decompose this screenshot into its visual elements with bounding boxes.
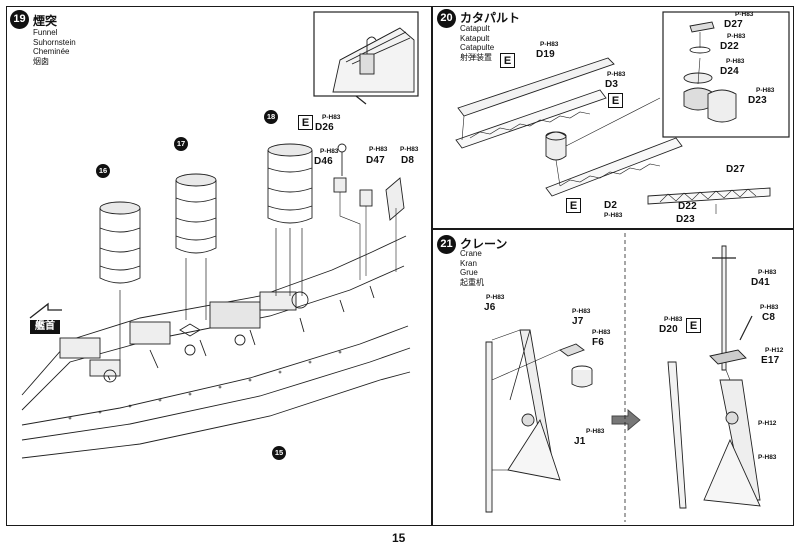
part-d2-label: D2 [604,200,618,211]
part-e17-label: E17 [761,355,780,366]
step-19-translation-cn: 烟囱 [33,56,49,66]
d23-sprue-tag: P-H83 [756,87,775,94]
part-d24-label: D24 [720,66,739,77]
part-d26-label: D26 [315,122,334,133]
step-21-translation-cn: 起重机 [460,277,484,287]
part-d23b-label: D23 [676,214,695,225]
step-19-title: 煙突 [33,14,58,28]
step-21-translation-de: Kran [460,258,477,268]
part-d23-label: D23 [748,95,767,106]
d46-sprue-tag: P-H83 [320,148,339,155]
step-21-translation-fr: Grue [460,268,478,277]
part-f6-label: F6 [592,337,605,348]
step-20-e-marker-low: E [566,198,584,216]
step-20-translation-cn: 射弾装置 [460,52,492,62]
d26-sprue-tag: P-H83 [322,114,341,121]
step-20-e-marker-mid: E [608,93,626,111]
part-d47-label: D47 [366,155,385,166]
part-d3-label: D3 [605,79,619,90]
step-21-title: クレーン [460,237,508,251]
j6-sprue-tag: P-H83 [486,294,505,301]
step-20-translation-fr: Catapulte [460,43,495,52]
part-d19-label: D19 [536,49,555,60]
step-21-translation-en: Crane [460,249,482,258]
step-19-translation-de: Suhornstein [33,37,76,47]
step-20-number: 20 [437,9,456,28]
funnel-small-parts [333,143,405,280]
part-j7-label: J7 [572,316,584,327]
step-20-translations: Catapult Katapult Catapulte 射弾装置 [460,24,494,62]
step-20-translation-de: Katapult [460,33,490,43]
step-19-number: 19 [10,10,29,29]
funnel-18-drawing [267,143,313,296]
funnel-17-callout: 17 [174,137,188,151]
hull-15-callout: 15 [272,446,286,460]
d19-sprue-tag: P-H83 [540,41,559,48]
funnel-18-callout: 18 [264,110,278,124]
c8-sprue-tag: P-H83 [760,304,779,311]
funnel-detail-inset [313,11,419,105]
part-d22-label: D22 [720,41,739,52]
funnel-17-drawing [175,173,217,320]
catapult-drawing [455,11,790,214]
step-20-translation-en: Catapult [460,24,490,33]
step-19-e-marker: E [298,115,316,133]
part-d8-label: D8 [401,155,415,166]
crane-drawing [485,245,761,513]
step-19-panel [6,6,432,526]
funnel-16-callout: 16 [96,164,110,178]
part-d41-label: D41 [751,277,770,288]
step-21-translations: Crane Kran Grue 起重机 [460,249,484,287]
d8-sprue-tag: P-H83 [400,146,419,153]
part-j6-label: J6 [484,302,496,313]
d3-sprue-tag: P-H83 [607,71,626,78]
part-c8-label: C8 [762,312,776,323]
crane-sprue-tag-mid: P-H12 [758,420,777,427]
j7-sprue-tag: P-H83 [572,308,591,315]
step-20-title: カタパルト [460,11,521,25]
d41-sprue-tag: P-H83 [758,269,777,276]
j1-sprue-tag: P-H83 [586,428,605,435]
crane-sprue-tag-low: P-H83 [758,454,777,461]
step-21-e-marker: E [686,318,704,336]
hull-drawing [21,235,411,459]
d20-sprue-tag: P-H83 [664,316,683,323]
part-d22b-label: D22 [678,201,697,212]
d27-sprue-tag: P-H83 [735,11,754,18]
part-d46-label: D46 [314,156,333,167]
part-d27-label: D27 [724,19,743,30]
f6-sprue-tag: P-H83 [592,329,611,336]
step-21-number: 21 [437,235,456,254]
d24-sprue-tag: P-H83 [726,58,745,65]
bow-direction-label: 艦首 [30,320,60,334]
part-j1-label: J1 [574,436,586,447]
step-19-translation-en: Funnel [33,28,58,37]
d2-sprue-tag: P-H83 [604,212,623,219]
step-19-translation-fr: Cheminée [33,47,70,56]
d47-sprue-tag: P-H83 [369,146,388,153]
page-number: 15 [392,531,406,545]
d22-sprue-tag: P-H83 [727,33,746,40]
part-d27b-label: D27 [726,164,745,175]
step-19-translations: Funnel Suhornstein Cheminée 烟囱 [33,28,76,66]
funnel-16-drawing [99,201,141,360]
e17-sprue-tag: P-H12 [765,347,784,354]
step-20-e-marker-top: E [500,53,518,71]
part-d20-label: D20 [659,324,678,335]
